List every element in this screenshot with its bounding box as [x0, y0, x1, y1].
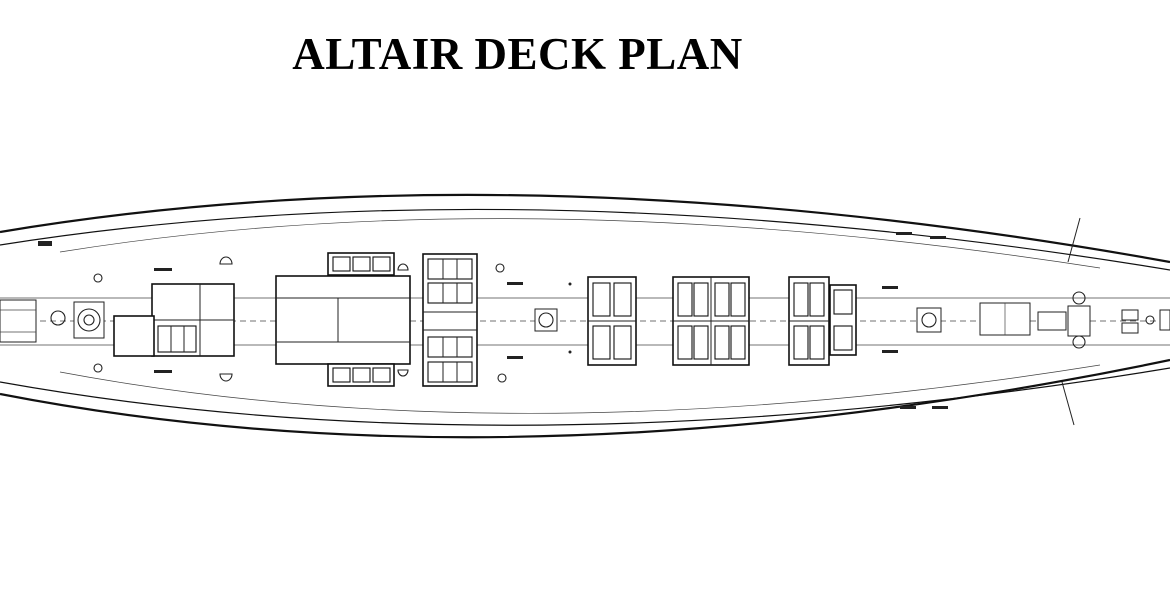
- main-deckhouse: [275, 252, 411, 387]
- diagram-title: ALTAIR DECK PLAN: [292, 29, 743, 79]
- hatch-midship: [672, 276, 750, 366]
- hatch-aft: [568, 276, 637, 366]
- main-mast: [507, 282, 558, 359]
- stern-fittings: [0, 241, 105, 373]
- fore-mast: [882, 232, 948, 409]
- aft-deckhouse: [113, 256, 235, 382]
- forecastle-fittings: [979, 217, 1170, 426]
- companion-skylight: [422, 253, 507, 387]
- hull-outline: [0, 193, 1170, 439]
- hatch-forward: [788, 276, 857, 366]
